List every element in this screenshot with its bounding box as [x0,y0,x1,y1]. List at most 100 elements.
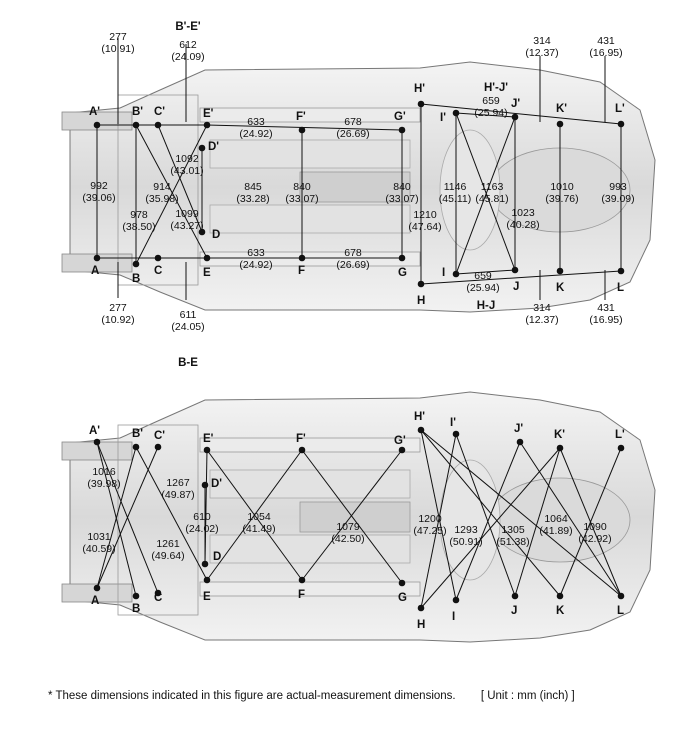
d2-point-e-prime-label: E' [203,433,214,445]
d1-point-g-prime-label: G' [394,111,406,123]
dim-1099-inch: (43.27) [170,220,203,232]
d2-point-g-label: G [398,592,407,604]
d1-point-h-prime [417,100,425,108]
line2-l-prime-k [559,447,622,597]
d2-point-c [154,589,162,597]
dim-277-bottom-inch: (10.92) [101,314,134,326]
d1-point-f-label: F [298,265,305,277]
d1-point-h-label: H [417,295,425,307]
section-label-b-e: B-E [178,357,198,369]
line2-b-prime-a [96,446,137,589]
upper-rail [199,437,421,453]
d2-point-k-label: K [556,605,565,617]
d1-point-l-prime-label: L' [615,103,625,115]
d2-point-f [298,576,306,584]
dim-1099-value: 1099 [175,208,199,220]
d2-point-i-prime [452,430,460,438]
d2-point-j-prime [516,438,524,446]
dim-678-top-inch: (26.69) [336,128,369,140]
dim-1010-value: 1010 [550,181,574,193]
d1-point-b [132,260,140,268]
floor-panel-lower [209,204,411,234]
d2-point-d-label: D [213,551,221,563]
d1-point-a [93,254,101,262]
d1-point-f-prime [298,126,306,134]
dim-314-bottom-value: 314 [533,302,551,314]
line2-b-prime-e [135,446,208,581]
d1-point-e-prime-label: E' [203,108,214,120]
dim-1305-value: 1305 [501,524,525,536]
dim-611-inch: (24.05) [171,321,204,333]
d1-point-i [452,270,460,278]
center-tunnel [299,171,411,203]
dim-1146-value: 1146 [444,181,467,193]
d2-point-e-label: E [203,591,211,603]
d2-point-b-prime [132,443,140,451]
d2-point-h-label: H [417,619,425,631]
d1-point-c-prime [154,121,162,129]
line2-c-prime-a [96,446,159,589]
d2-point-c-prime [154,443,162,451]
dim-1016-value: 1016 [92,466,116,478]
lower-rail [199,581,421,597]
dim-678-top-value: 678 [344,116,362,128]
line2-g-prime-f [301,449,403,581]
d2-point-i-prime-label: I' [450,417,456,429]
dim-845-inch: (33.28) [236,193,269,205]
center-tunnel [299,501,411,533]
d2-point-l [617,592,625,600]
dim-610-value: 610 [193,511,211,523]
d2-point-c-label: C [154,592,162,604]
footnote: * These dimensions indicated in this fig… [48,690,575,702]
d2-point-l-prime-label: L' [615,429,625,441]
d2-point-c-prime-label: C' [154,430,165,442]
dim-1064-inch: (41.89) [539,525,572,537]
fuel-tank-area [439,129,501,251]
d1-point-h-prime-label: H' [414,83,425,95]
d1-point-i-label: I [442,267,445,279]
d2-point-f-prime-label: F' [296,433,306,445]
dim-1064-value: 1064 [544,513,568,525]
dim-914-value: 914 [153,181,171,193]
d2-point-h [417,604,425,612]
dim-1261-inch: (49.64) [151,550,184,562]
d2-point-i-label: I [452,611,455,623]
dim-277-top-value: 277 [109,31,127,43]
dim-1090-value: 1090 [583,521,607,533]
dim-845-value: 845 [244,181,262,193]
d2-point-a-label: A [91,595,99,607]
dim-1267-inch: (49.87) [161,489,194,501]
dim-633-top-inch: (24.92) [239,128,272,140]
d1-point-f-prime-label: F' [296,111,306,123]
d1-point-d-prime [198,144,206,152]
dim-633-top-value: 633 [247,116,265,128]
dim-431-top-inch: (16.95) [589,47,622,59]
d1-point-j-prime [511,113,519,121]
d1-point-g-label: G [398,267,407,279]
d2-point-f-label: F [298,589,305,601]
d1-point-k-prime [556,120,564,128]
d1-point-a-prime [93,121,101,129]
d2-point-g [398,579,406,587]
d2-point-g-prime-label: G' [394,435,406,447]
section-label-b-prime-e-prime: B'-E' [175,21,201,33]
dim-1200-inch: (47.25) [413,525,446,537]
d2-point-b [132,592,140,600]
dim-431-bottom-inch: (16.95) [589,314,622,326]
d1-point-b-label: B [132,273,140,285]
dim-1163-inch: (45.81) [475,193,508,205]
line2-f-prime-e [206,449,303,581]
d2-point-g-prime [398,446,406,454]
d2-point-a [93,584,101,592]
dim-1016-inch: (39.98) [87,478,120,490]
dim-610-inch: (24.02) [185,523,218,535]
dim-1293-inch: (50.91) [449,536,482,548]
line-i-prime-j [455,112,516,271]
line2-i-prime-h [420,433,457,609]
dim-1054-value: 1054 [247,511,271,523]
dim-277-bottom-value: 277 [109,302,127,314]
d1-point-b-prime-label: B' [132,106,143,118]
d2-point-e [203,576,211,584]
d2-point-i [452,596,460,604]
